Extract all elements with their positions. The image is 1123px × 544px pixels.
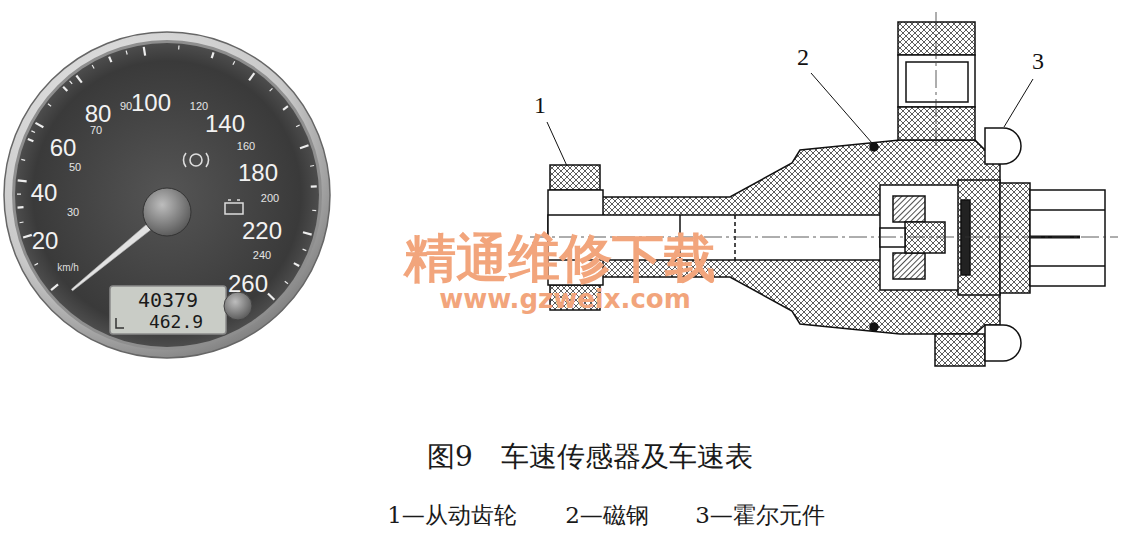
- dial-tick: [28, 139, 34, 141]
- flange: [935, 334, 985, 366]
- o-ring: [870, 143, 878, 151]
- watermark-url: www.gzweix.com: [439, 286, 691, 313]
- tower: [898, 55, 975, 107]
- rotor: [905, 222, 945, 253]
- leader-line: [547, 122, 567, 166]
- dial-number: 240: [253, 250, 271, 262]
- odometer-reading: 462.9: [149, 313, 203, 332]
- center-line: [936, 12, 937, 150]
- leader-line: [1004, 79, 1033, 127]
- dial-tick: [296, 125, 300, 127]
- dial-number: 220: [242, 218, 282, 243]
- dial-tick: [303, 249, 307, 250]
- dial-tick: [34, 263, 38, 265]
- dial-tick: [126, 51, 127, 55]
- dial-tick: [249, 73, 254, 80]
- dial-tick: [285, 281, 288, 283]
- tower-base: [898, 107, 975, 140]
- dial-number: 20: [32, 228, 59, 253]
- dial-tick: [92, 65, 94, 68]
- dial-number: 50: [69, 162, 81, 174]
- dial-tick: [303, 232, 312, 234]
- dial-number: 40: [31, 180, 58, 205]
- figure-caption: 图9 车速传感器及车速表: [427, 442, 753, 471]
- dial-number: 100: [131, 90, 171, 115]
- dial-tick: [17, 193, 21, 194]
- dial-tick: [144, 47, 145, 56]
- odometer-reading: 40379: [138, 290, 198, 311]
- leader-line: [811, 73, 872, 143]
- dial-tick: [21, 159, 25, 161]
- watermark-text: 精通维修下载: [404, 231, 716, 286]
- dial-tick: [76, 75, 81, 82]
- dial-number: 200: [261, 193, 279, 205]
- unit-label: km/h: [57, 263, 79, 274]
- needle-hub: [143, 188, 191, 236]
- dial-number: 140: [205, 111, 245, 136]
- dial-number: 90: [120, 101, 132, 113]
- dial-tick: [268, 293, 274, 299]
- hall-element: [961, 200, 970, 275]
- hall-carrier: [958, 180, 1000, 295]
- screw-head: [985, 325, 1021, 361]
- lcd-symbol: [116, 318, 124, 328]
- dial-number: 30: [67, 207, 79, 219]
- dial-tick: [109, 57, 111, 63]
- dial-tick: [300, 145, 308, 148]
- magnet: [893, 196, 925, 222]
- legend-key-item: 2—磁钢: [565, 503, 649, 527]
- dial-tick: [312, 210, 316, 212]
- speedometer: [4, 32, 330, 358]
- brake-icon: [183, 153, 208, 167]
- connector-body: [1000, 183, 1030, 293]
- dial-tick: [31, 131, 35, 133]
- legend-key-item: 1—从动齿轮: [387, 503, 517, 527]
- dial-tick: [63, 87, 67, 91]
- connector-line: [1030, 209, 1105, 211]
- dial-tick: [70, 81, 73, 84]
- shaft-end: [880, 228, 905, 247]
- legend-key-item: 3—霍尔元件: [695, 503, 825, 527]
- callout-number: 2: [797, 45, 809, 70]
- dial-number: 70: [90, 125, 102, 137]
- dial-tick: [51, 284, 58, 290]
- dial-number: 260: [228, 271, 268, 296]
- dial-tick: [18, 206, 24, 209]
- dial-number: 80: [85, 101, 112, 126]
- odometer-display: [110, 286, 226, 334]
- dial-number: 180: [238, 160, 278, 185]
- dial-ticks: [17, 45, 317, 299]
- dial-tick: [18, 179, 27, 182]
- battery-icon: [225, 200, 243, 214]
- dial-tick: [310, 165, 314, 167]
- o-ring: [870, 323, 878, 331]
- dial-tick: [270, 88, 273, 91]
- dial-tick: [20, 221, 24, 223]
- connector-line: [1030, 265, 1105, 267]
- pin: [734, 215, 736, 260]
- magnet: [893, 253, 925, 279]
- dial-tick: [283, 106, 288, 110]
- connector-sleeve: [1030, 190, 1105, 286]
- tower-hole: [906, 62, 968, 102]
- tower-cap: [898, 22, 975, 55]
- callout-number: 3: [1032, 49, 1044, 74]
- dial-tick: [233, 61, 235, 65]
- dial-tick: [311, 185, 317, 188]
- gear-teeth: [550, 165, 600, 190]
- screw-head: [985, 128, 1021, 164]
- chamber: [880, 185, 960, 290]
- dial-number: 60: [50, 135, 77, 160]
- dial-number: 160: [237, 141, 255, 153]
- dial-tick: [294, 263, 299, 266]
- dial-tick: [48, 104, 51, 106]
- dial-tick: [35, 123, 43, 127]
- callout-number: 1: [534, 93, 546, 118]
- dial-tick: [212, 52, 214, 58]
- dial-tick: [23, 235, 32, 238]
- dial-tick: [178, 45, 180, 49]
